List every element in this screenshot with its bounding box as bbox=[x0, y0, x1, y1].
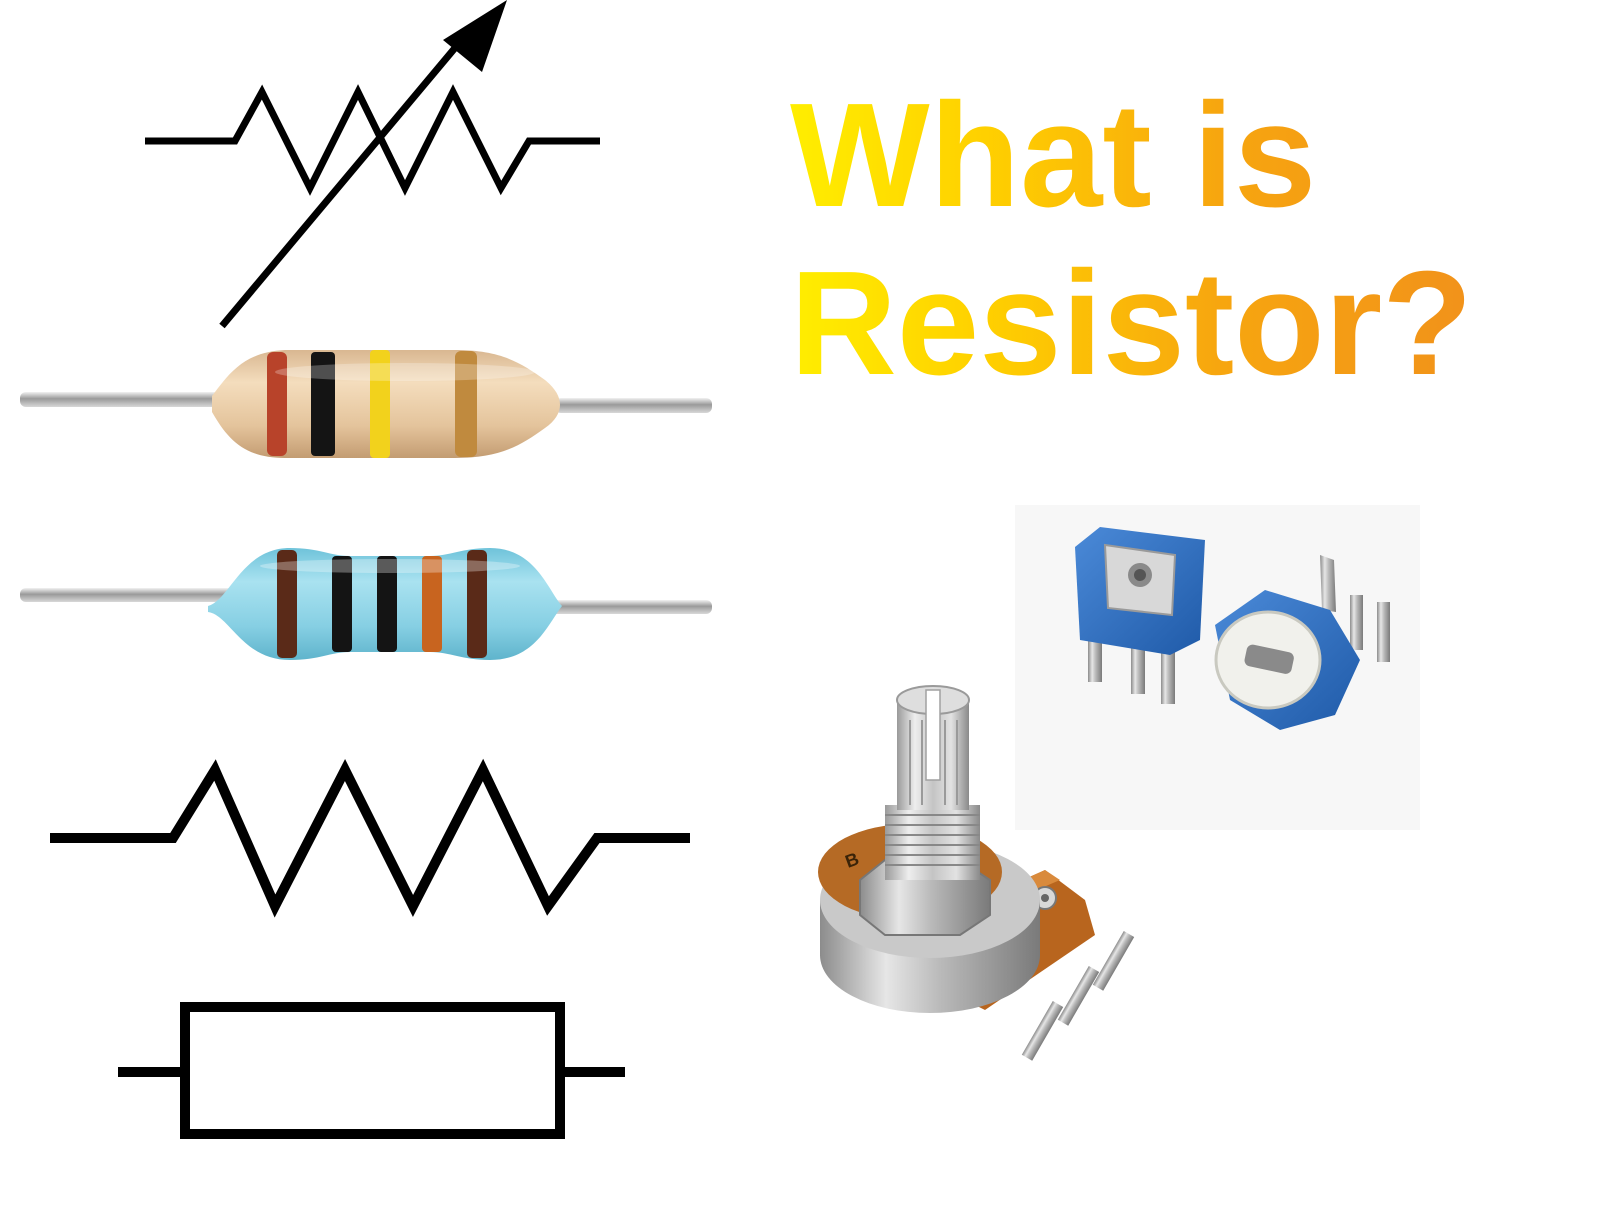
trimmer-left bbox=[1075, 527, 1205, 704]
rotary-potentiometer-photo: B bbox=[818, 685, 1135, 1061]
band bbox=[277, 550, 297, 658]
resistor-rectangle-symbol bbox=[118, 1002, 625, 1139]
band bbox=[267, 352, 287, 456]
resistor-zigzag-symbol bbox=[50, 758, 690, 918]
band bbox=[311, 352, 335, 456]
trimmer-right bbox=[1214, 555, 1390, 730]
band bbox=[422, 556, 442, 652]
band bbox=[332, 556, 352, 652]
metal-film-resistor-photo bbox=[20, 548, 712, 660]
band bbox=[377, 556, 397, 652]
variable-resistor-symbol bbox=[145, 27, 600, 329]
pot-marking: B bbox=[843, 849, 862, 872]
trimmer-potentiometer-photo bbox=[1015, 505, 1420, 830]
band bbox=[455, 351, 477, 457]
band bbox=[370, 350, 390, 458]
variable-arrow-head bbox=[443, 0, 507, 72]
band bbox=[467, 550, 487, 658]
carbon-resistor-photo bbox=[20, 350, 712, 458]
